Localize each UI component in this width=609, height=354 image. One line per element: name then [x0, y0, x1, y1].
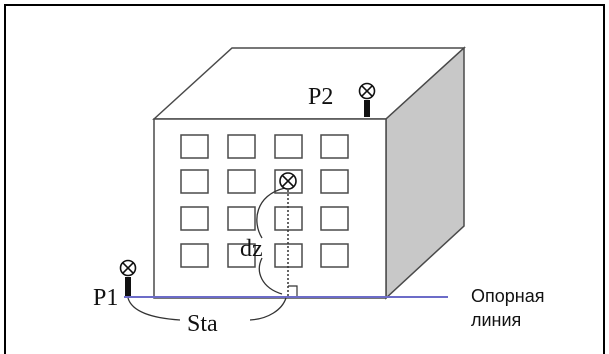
window-r3-c1	[180, 206, 209, 231]
p2-label: P2	[308, 84, 333, 110]
window-r2-c4	[320, 169, 349, 194]
p1-post	[125, 277, 131, 296]
window-r2-c1	[180, 169, 209, 194]
p2-marker	[358, 82, 376, 117]
window-r4-c2	[227, 243, 256, 268]
window-r3-c4	[320, 206, 349, 231]
reference-line-label-line2: линия	[471, 310, 521, 330]
dz-label: dz	[240, 236, 263, 262]
window-r1-c2	[227, 134, 256, 159]
middle-marker	[279, 172, 297, 190]
circled-x-icon	[358, 82, 376, 100]
dz-brace	[256, 187, 286, 295]
window-r4-c1	[180, 243, 209, 268]
p1-marker	[119, 259, 137, 296]
p2-post	[364, 100, 370, 117]
reference-line-label-line1: Опорная	[471, 286, 544, 306]
window-r4-c4	[320, 243, 349, 268]
right-angle-mark	[288, 285, 298, 296]
window-grid	[180, 134, 349, 268]
window-r1-c4	[320, 134, 349, 159]
sta-label: Sta	[187, 311, 218, 337]
window-r2-c2	[227, 169, 256, 194]
circled-x-icon	[279, 172, 297, 190]
figure-frame	[4, 4, 605, 354]
window-r3-c2	[227, 206, 256, 231]
window-r1-c3	[274, 134, 303, 159]
p1-label: P1	[93, 285, 118, 311]
sta-brace	[127, 297, 287, 321]
window-r1-c1	[180, 134, 209, 159]
circled-x-icon	[119, 259, 137, 277]
